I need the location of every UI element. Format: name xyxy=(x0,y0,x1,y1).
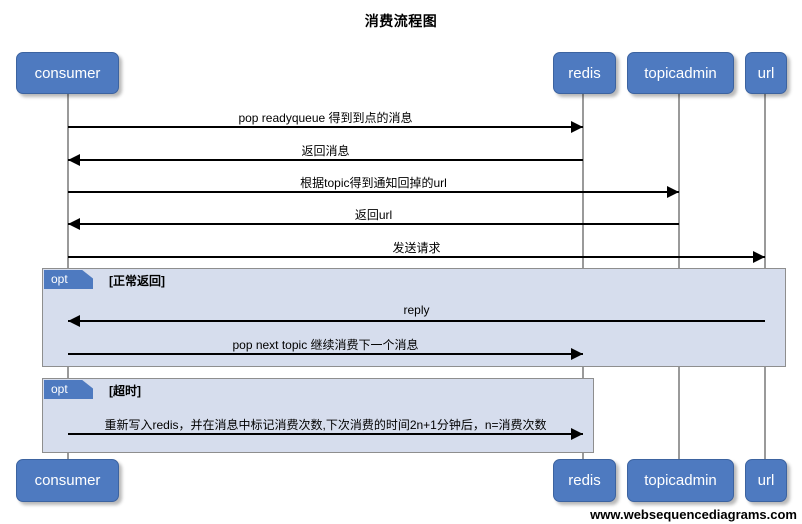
message-arrowhead-m4 xyxy=(68,218,80,230)
message-label-m6: reply xyxy=(403,303,430,317)
message-label-m2: 返回消息 xyxy=(301,144,350,158)
participant-redis-header[interactable]: redis xyxy=(553,52,616,94)
watermark: www.websequencediagrams.com xyxy=(590,507,797,522)
message-arrowhead-m6 xyxy=(68,315,80,327)
message-line-m2 xyxy=(68,159,583,161)
message-label-m7: pop next topic 继续消费下一个消息 xyxy=(232,338,419,352)
message-arrowhead-m1 xyxy=(571,121,583,133)
message-arrowhead-m2 xyxy=(68,154,80,166)
participant-topicadmin-header[interactable]: topicadmin xyxy=(627,52,734,94)
fragment-opt1: opt [正常返回] xyxy=(42,268,786,367)
participant-redis-footer[interactable]: redis xyxy=(553,459,616,502)
message-line-m4 xyxy=(68,223,679,225)
fragment-condition-opt1: [正常返回] xyxy=(109,274,165,288)
participant-consumer-footer[interactable]: consumer xyxy=(16,459,119,502)
participant-url-footer[interactable]: url xyxy=(745,459,787,502)
participant-consumer-header[interactable]: consumer xyxy=(16,52,119,94)
message-label-m5: 发送请求 xyxy=(392,241,441,255)
message-arrowhead-m7 xyxy=(571,348,583,360)
message-line-m5 xyxy=(68,256,765,258)
fragment-operator-opt2: opt xyxy=(44,380,93,399)
message-arrowhead-m3 xyxy=(667,186,679,198)
message-label-m8: 重新写入redis，并在消息中标记消费次数,下次消费的时间2n+1分钟后，n=消… xyxy=(104,418,547,432)
participant-topicadmin-footer[interactable]: topicadmin xyxy=(627,459,734,502)
message-arrowhead-m8 xyxy=(571,428,583,440)
message-line-m3 xyxy=(68,191,679,193)
message-line-m6 xyxy=(68,320,765,322)
message-arrowhead-m5 xyxy=(753,251,765,263)
message-line-m1 xyxy=(68,126,583,128)
fragment-condition-opt2: [超时] xyxy=(109,384,141,398)
page-title: 消费流程图 xyxy=(364,13,438,29)
message-label-m4: 返回url xyxy=(354,208,393,222)
participant-url-header[interactable]: url xyxy=(745,52,787,94)
message-label-m3: 根据topic得到通知回掉的url xyxy=(300,176,447,190)
message-label-m1: pop readyqueue 得到到点的消息 xyxy=(238,111,413,125)
message-line-m8 xyxy=(68,433,583,435)
message-line-m7 xyxy=(68,353,583,355)
fragment-operator-opt1: opt xyxy=(44,270,93,289)
fragment-opt2: opt [超时] xyxy=(42,378,594,453)
